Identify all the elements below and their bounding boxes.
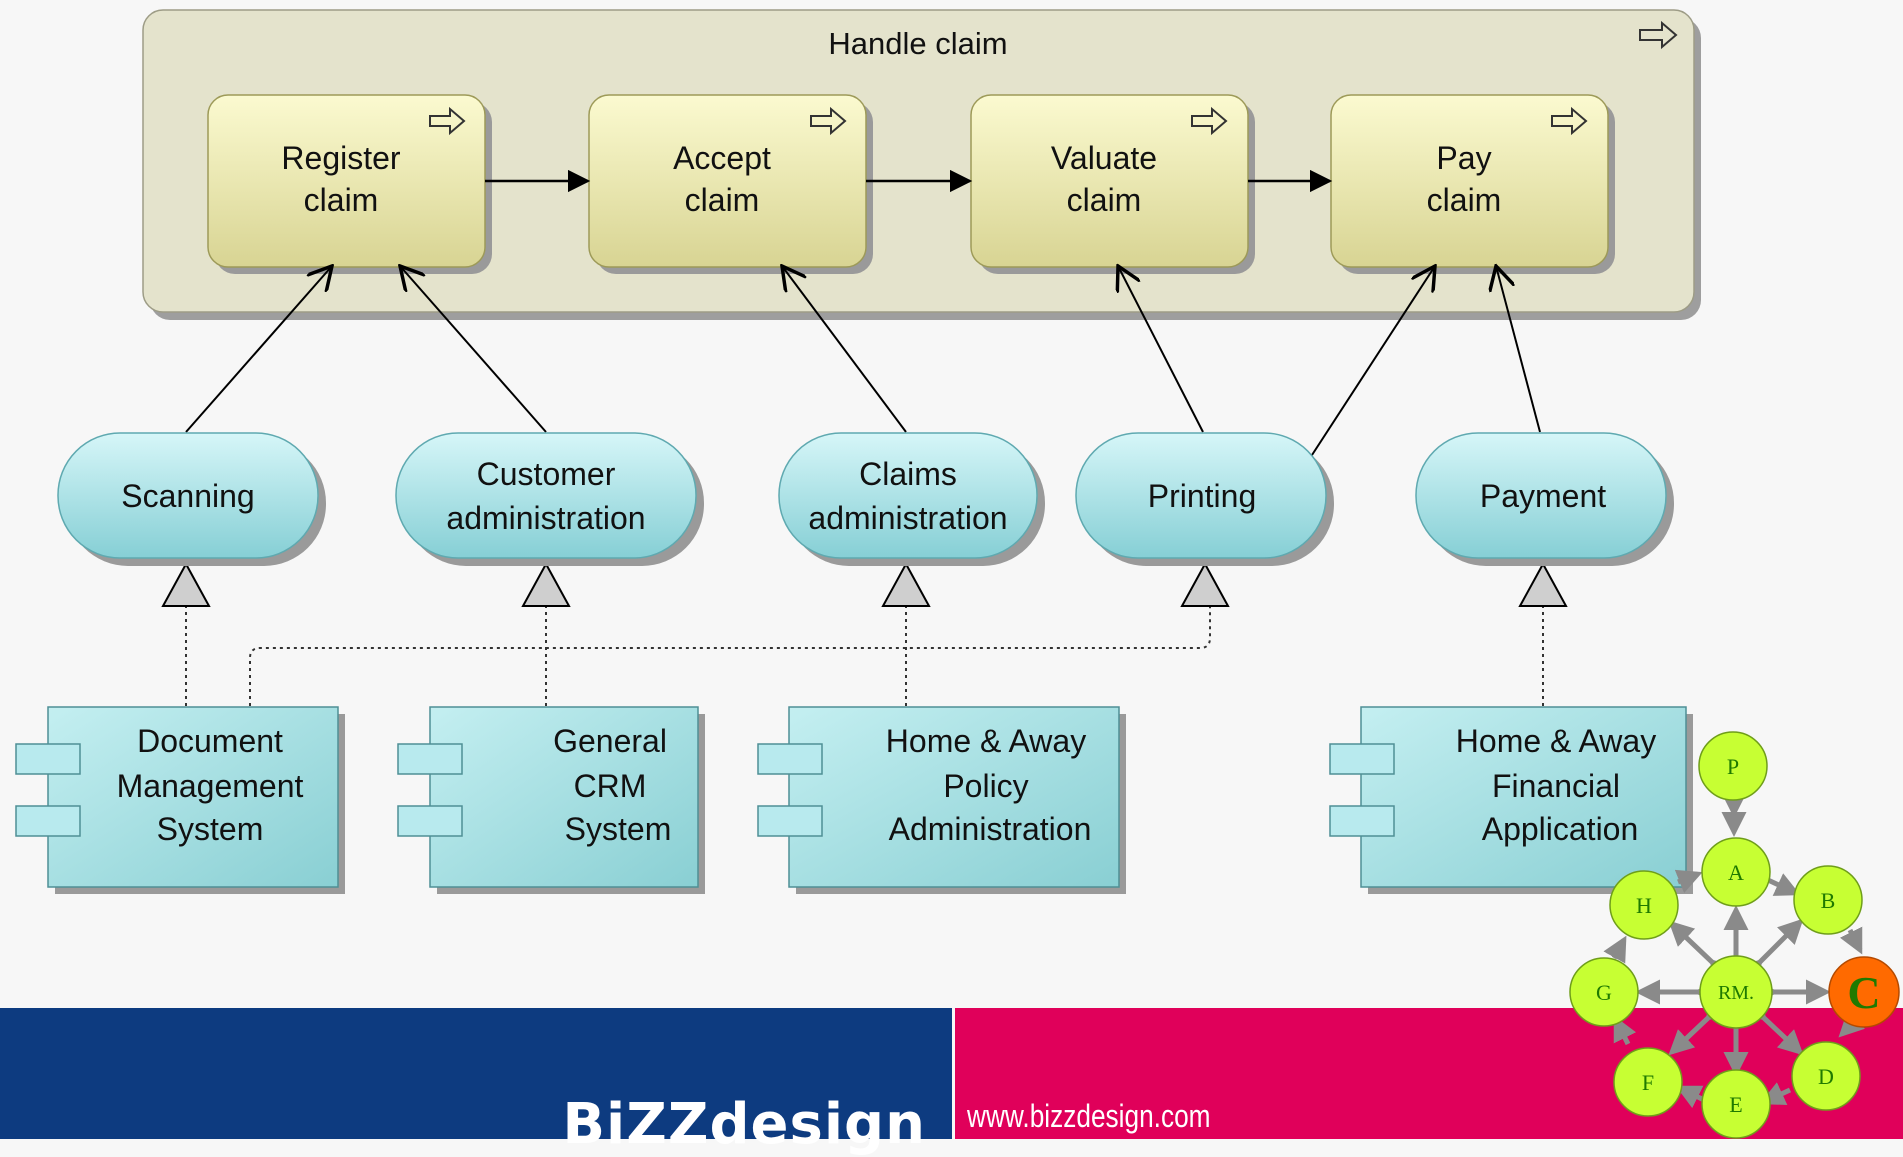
service-customer-administration: Customer administration — [395, 432, 704, 566]
process-label-line2: claim — [685, 182, 760, 218]
used-by-arrow — [1496, 266, 1541, 433]
service-label-line1: Claims — [859, 456, 957, 492]
used-by-arrow — [782, 266, 907, 433]
service-claims-administration: Claims administration — [778, 432, 1045, 566]
process-arrow-icon — [810, 106, 847, 136]
process-label-line2: claim — [1427, 182, 1502, 218]
realization-triangle — [881, 561, 931, 607]
realization-triangle — [161, 561, 211, 607]
website-link[interactable]: www.bizzdesign.com — [967, 1098, 1211, 1134]
brand-logo: BiZZdesign — [562, 1092, 926, 1157]
service-payment: Payment — [1415, 432, 1674, 566]
footer-brand-bar: BiZZdesign — [0, 1008, 952, 1157]
process-arrow-icon — [1191, 106, 1228, 136]
service-label: Scanning — [121, 478, 254, 514]
realization-lines — [185, 606, 1544, 706]
used-by-arrows — [185, 266, 1541, 456]
process-accept-claim: Accept claim — [588, 94, 873, 274]
component-label-line3: Application — [1482, 811, 1639, 847]
used-by-arrow — [400, 266, 547, 433]
handle-claim-container: Handle claim — [142, 9, 1701, 320]
component-policy-administration: Home & Away Policy Administration — [757, 706, 1126, 894]
process-pay-claim: Pay claim — [1330, 94, 1615, 274]
process-label-line2: claim — [304, 182, 379, 218]
component-label-line2: Financial — [1492, 768, 1620, 804]
realization-triangle — [1180, 561, 1230, 607]
component-label-line2: Management — [117, 768, 304, 804]
realization-triangle — [521, 561, 571, 607]
process-label-line1: Valuate — [1051, 140, 1157, 176]
component-financial-application: Home & Away Financial Application — [1329, 706, 1693, 894]
service-label-line1: Customer — [477, 456, 616, 492]
process-arrow-icon — [429, 106, 466, 136]
process-label-line1: Accept — [673, 140, 771, 176]
service-printing: Printing — [1075, 432, 1334, 566]
realization-triangle — [1518, 561, 1568, 607]
process-label-line1: Pay — [1436, 140, 1491, 176]
process-register-claim: Register claim — [207, 94, 492, 274]
component-label-line3: System — [565, 811, 672, 847]
component-document-management-system: Document Management System — [15, 706, 345, 894]
component-label-line1: Home & Away — [1456, 723, 1656, 759]
used-by-arrow — [1311, 266, 1435, 456]
footer-url-bar: www.bizzdesign.com — [955, 1008, 1903, 1139]
realization-line — [249, 606, 1211, 706]
process-arrow-icon — [1639, 20, 1678, 50]
component-label-line3: System — [157, 811, 264, 847]
service-label-line2: administration — [808, 500, 1007, 536]
realization-triangles — [161, 561, 1568, 607]
process-label-line1: Register — [281, 140, 401, 176]
component-label-line2: Policy — [943, 768, 1028, 804]
process-valuate-claim: Valuate claim — [970, 94, 1255, 274]
component-label-line1: Document — [137, 723, 283, 759]
used-by-arrow — [185, 266, 332, 433]
process-arrow-icon — [1551, 106, 1588, 136]
service-label: Printing — [1148, 478, 1257, 514]
component-label-line1: General — [553, 723, 667, 759]
component-label-line3: Administration — [889, 811, 1092, 847]
component-label-line2: CRM — [574, 768, 647, 804]
component-general-crm-system: General CRM System — [397, 706, 705, 894]
process-label-line2: claim — [1067, 182, 1142, 218]
service-label: Payment — [1480, 478, 1606, 514]
service-scanning: Scanning — [57, 432, 326, 566]
service-label-line2: administration — [446, 500, 645, 536]
used-by-arrow — [1118, 266, 1204, 433]
container-title: Handle claim — [828, 26, 1007, 61]
component-label-line1: Home & Away — [886, 723, 1086, 759]
